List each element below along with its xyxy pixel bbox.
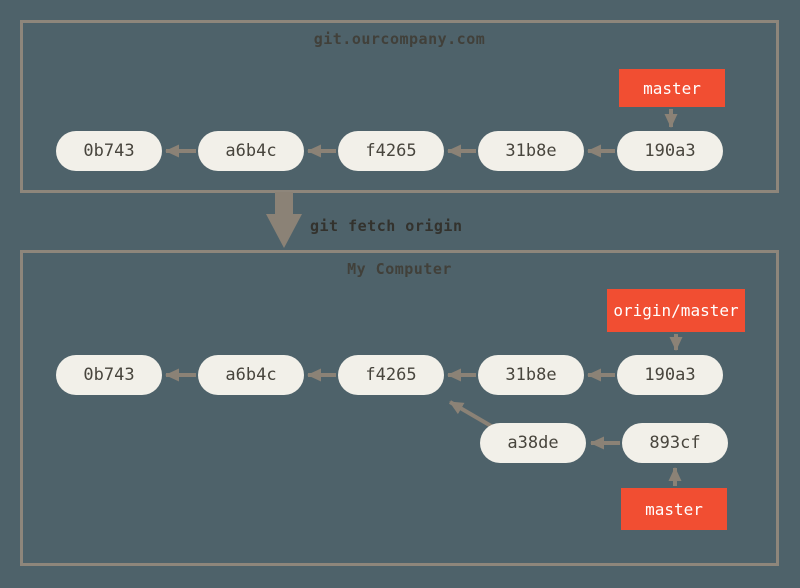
remote-commit-node: 31b8e — [478, 131, 584, 171]
local-repo-box: My Computer — [20, 250, 779, 566]
local-commit-node: f4265 — [338, 355, 444, 395]
remote-repo-title: git.ourcompany.com — [313, 30, 486, 48]
remote-commit-node: 190a3 — [617, 131, 723, 171]
fetch-arrow-icon — [266, 192, 302, 248]
fetch-command-label: git fetch origin — [310, 217, 463, 235]
remote-repo-box: git.ourcompany.com — [20, 20, 779, 193]
local-branch-commit-node: 893cf — [622, 423, 728, 463]
local-master-branch-label: master — [621, 488, 727, 530]
remote-commit-node: 0b743 — [56, 131, 162, 171]
origin-master-branch-label: origin/master — [607, 289, 745, 332]
remote-commit-node: f4265 — [338, 131, 444, 171]
local-repo-title: My Computer — [347, 260, 452, 278]
local-commit-node: 0b743 — [56, 355, 162, 395]
remote-commit-node: a6b4c — [198, 131, 304, 171]
local-branch-commit-node: a38de — [480, 423, 586, 463]
local-commit-node: a6b4c — [198, 355, 304, 395]
local-commit-node: 31b8e — [478, 355, 584, 395]
local-commit-node: 190a3 — [617, 355, 723, 395]
remote-master-branch-label: master — [619, 69, 725, 107]
